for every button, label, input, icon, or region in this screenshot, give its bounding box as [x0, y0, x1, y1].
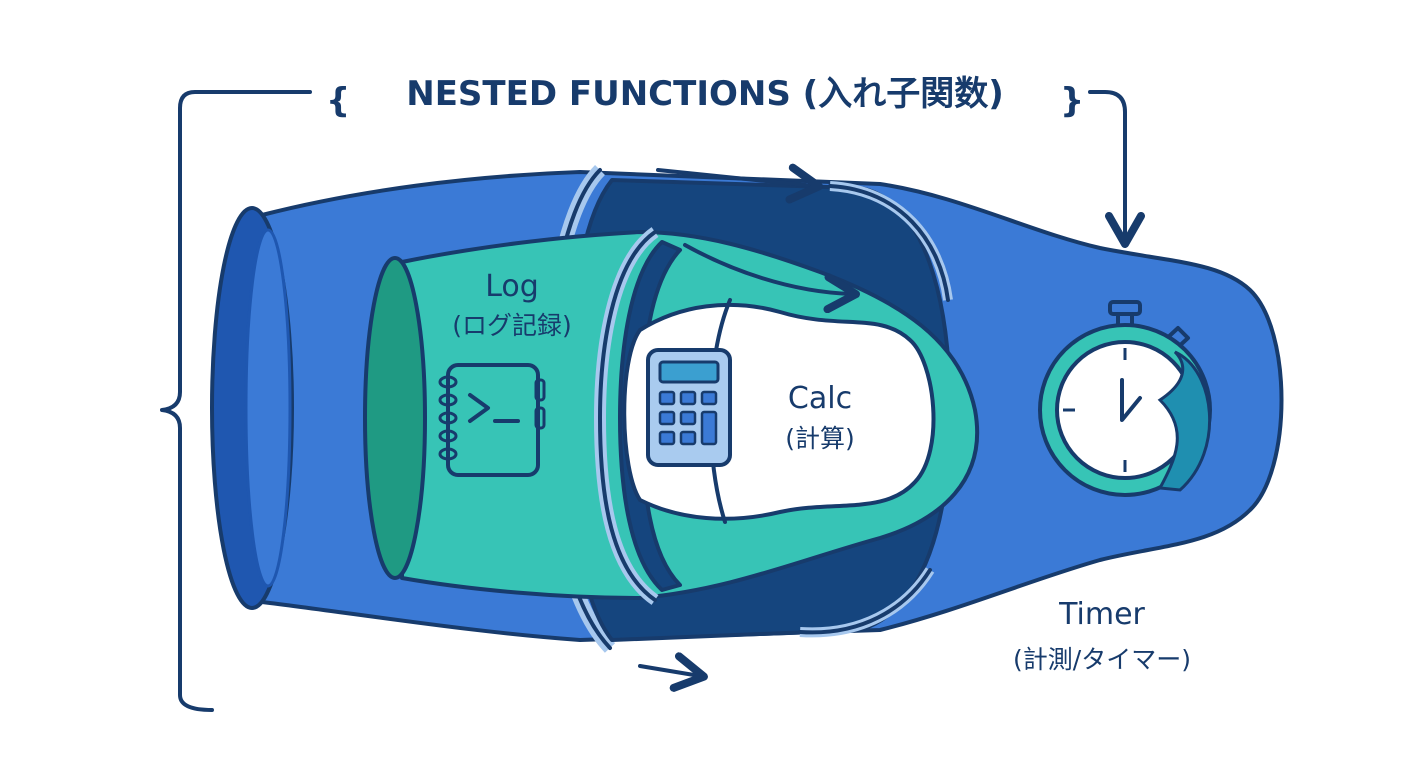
calc-subtitle: (計算)	[785, 424, 855, 453]
calculator-icon	[646, 348, 732, 467]
page-title: NESTED FUNCTIONS (入れ子関数)	[406, 74, 1004, 114]
log-label: Log	[485, 269, 539, 304]
stopwatch-icon	[1038, 300, 1212, 497]
timer-label: Timer	[1058, 597, 1145, 632]
curly-brace-icon: {	[326, 81, 350, 121]
flow-arrow-icon	[683, 243, 860, 314]
timer-subtitle: (計測/タイマー)	[1013, 645, 1191, 674]
flow-arrows	[638, 163, 860, 692]
calc-label: Calc	[788, 381, 852, 416]
flow-arrow-icon	[656, 163, 823, 204]
title-group: { NESTED FUNCTIONS (入れ子関数) }	[326, 74, 1084, 121]
terminal-notebook-icon	[438, 363, 546, 477]
flow-arrow-icon	[638, 652, 708, 692]
log-subtitle: (ログ記録)	[452, 311, 572, 340]
curly-brace-icon: }	[1060, 81, 1084, 121]
scope-bracket	[160, 90, 1145, 712]
